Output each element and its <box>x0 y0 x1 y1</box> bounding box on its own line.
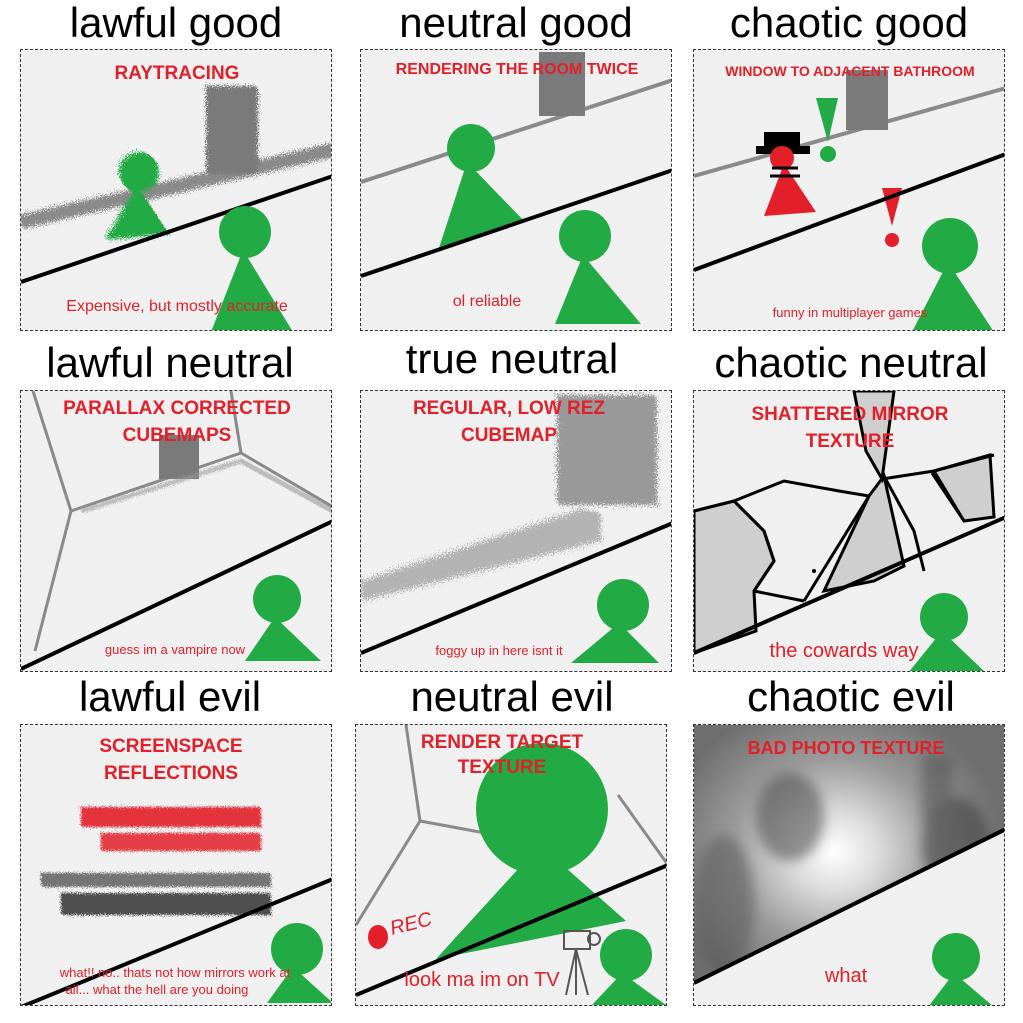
true-neutral-illustration <box>361 395 671 663</box>
panel-lawful-evil: SCREENSPACE REFLECTIONS what!! no.. that… <box>20 724 332 1006</box>
mirror-bottom-edge <box>694 152 1004 272</box>
header-chaotic-good: chaotic good <box>729 0 969 46</box>
chaotic-neutral-illustration <box>694 391 1004 671</box>
header-chaotic-evil: chaotic evil <box>747 673 955 720</box>
header-neutral-evil: neutral evil <box>410 673 614 720</box>
room-corner-lines <box>31 391 331 652</box>
header-true-neutral: true neutral <box>405 335 619 382</box>
lawful-evil-illustration <box>21 807 331 1005</box>
panel-title-line-1: RENDER TARGET <box>420 732 584 753</box>
panel-title-line-1: SCREENSPACE <box>99 736 243 757</box>
reflected-door <box>539 52 585 116</box>
panel-caption: foggy up in here isnt it <box>435 643 563 658</box>
player-figure <box>909 593 984 671</box>
header-lawful-good: lawful good <box>69 0 283 46</box>
bathroom-door <box>846 70 888 130</box>
header-lawful-neutral: lawful neutral <box>46 339 294 386</box>
mirror-bottom-edge <box>694 515 1004 655</box>
panel-title-line-1: PARALLAX CORRECTED <box>63 398 291 419</box>
neutral-evil-illustration: REC <box>356 725 666 1005</box>
shattered-shards <box>694 391 996 655</box>
panel-caption: Expensive, but mostly accurate <box>66 298 288 315</box>
panel-title: BAD PHOTO TEXTURE <box>747 738 945 758</box>
green-exclamation-icon <box>816 98 838 162</box>
reflected-wall-line <box>21 143 331 229</box>
panel-chaotic-good: WINDOW TO ADJACENT BATHROOM funny in mul… <box>693 49 1005 331</box>
mirror-bottom-edge <box>21 174 331 284</box>
panel-chaotic-neutral: SHATTERED MIRROR TEXTURE the cowards way <box>693 390 1005 672</box>
panel-caption: guess im a vampire now <box>104 642 246 657</box>
wall-line <box>361 78 671 184</box>
panel-title: WINDOW TO ADJACENT BATHROOM <box>725 63 975 79</box>
player-figure <box>245 575 321 661</box>
chaotic-evil-illustration <box>694 725 1004 1005</box>
panel-neutral-evil: REC RENDER TARGET TEXTURE look ma im on … <box>355 724 667 1006</box>
player-figure <box>571 579 659 663</box>
reflected-door <box>206 86 258 174</box>
header-lawful-evil: lawful evil <box>78 673 262 720</box>
player-figure <box>929 933 992 1005</box>
crack-dot <box>812 569 816 573</box>
player-figure <box>555 210 641 324</box>
mirror-bottom-edge <box>361 521 671 655</box>
wall-line <box>694 86 1004 178</box>
mirror-bottom-edge <box>356 863 666 997</box>
panel-title-line-2: CUBEMAPS <box>122 425 232 446</box>
panel-caption: funny in multiplayer games <box>772 305 928 320</box>
mirror-bottom-edge <box>21 877 331 1005</box>
player-figure <box>592 929 666 1005</box>
panel-caption-line-2: all... what the hell are you doing <box>65 982 249 997</box>
panel-caption: look ma im on TV <box>404 969 560 991</box>
panel-title-line-1: SHATTERED MIRROR <box>751 404 949 425</box>
panel-true-neutral: REGULAR, LOW REZ CUBEMAP foggy up in her… <box>360 390 672 672</box>
rec-label: REC <box>388 908 435 940</box>
panel-title-line-2: REFLECTIONS <box>103 763 239 784</box>
chaotic-good-illustration <box>694 70 1004 330</box>
panel-caption: the cowards way <box>769 640 919 662</box>
blurry-silhouettes <box>694 755 990 975</box>
panel-title-line-2: CUBEMAP <box>460 425 558 446</box>
panel-title-line-2: TEXTURE <box>457 757 547 778</box>
camera-icon <box>563 930 601 996</box>
lawful-good-illustration <box>21 86 331 330</box>
other-player-figure <box>756 132 816 216</box>
reflected-figure <box>439 124 525 248</box>
panel-title-line-1: REGULAR, LOW REZ <box>412 398 606 419</box>
panel-neutral-good: RENDERING THE ROOM TWICE ol reliable <box>360 49 672 331</box>
panel-title-line-2: TEXTURE <box>805 431 895 452</box>
panel-title: RENDERING THE ROOM TWICE <box>395 61 639 78</box>
panel-caption: what <box>824 965 868 987</box>
header-chaotic-neutral: chaotic neutral <box>714 339 988 386</box>
panel-title: RAYTRACING <box>114 63 240 84</box>
foggy-reflection <box>361 395 657 601</box>
panel-caption: ol reliable <box>452 293 522 310</box>
panel-lawful-good: RAYTRACING Expensive, but mostly accurat… <box>20 49 332 331</box>
reflected-figure <box>105 152 169 240</box>
record-dot-icon <box>368 925 388 949</box>
garbled-reflection <box>41 807 271 915</box>
panel-lawful-neutral: PARALLAX CORRECTED CUBEMAPS guess im a v… <box>20 390 332 672</box>
mirror-bottom-edge <box>361 168 671 278</box>
header-neutral-good: neutral good <box>399 0 633 46</box>
mirror-bottom-edge <box>21 519 331 671</box>
panel-caption-line-1: what!! no.. thats not how mirrors work a… <box>59 965 291 980</box>
player-figure <box>211 206 292 330</box>
panel-chaotic-evil: BAD PHOTO TEXTURE what <box>693 724 1005 1006</box>
player-figure <box>267 923 331 1003</box>
player-figure <box>913 218 993 330</box>
lawful-neutral-illustration <box>21 391 331 671</box>
reflected-door <box>159 435 199 479</box>
neutral-good-illustration <box>361 52 671 324</box>
